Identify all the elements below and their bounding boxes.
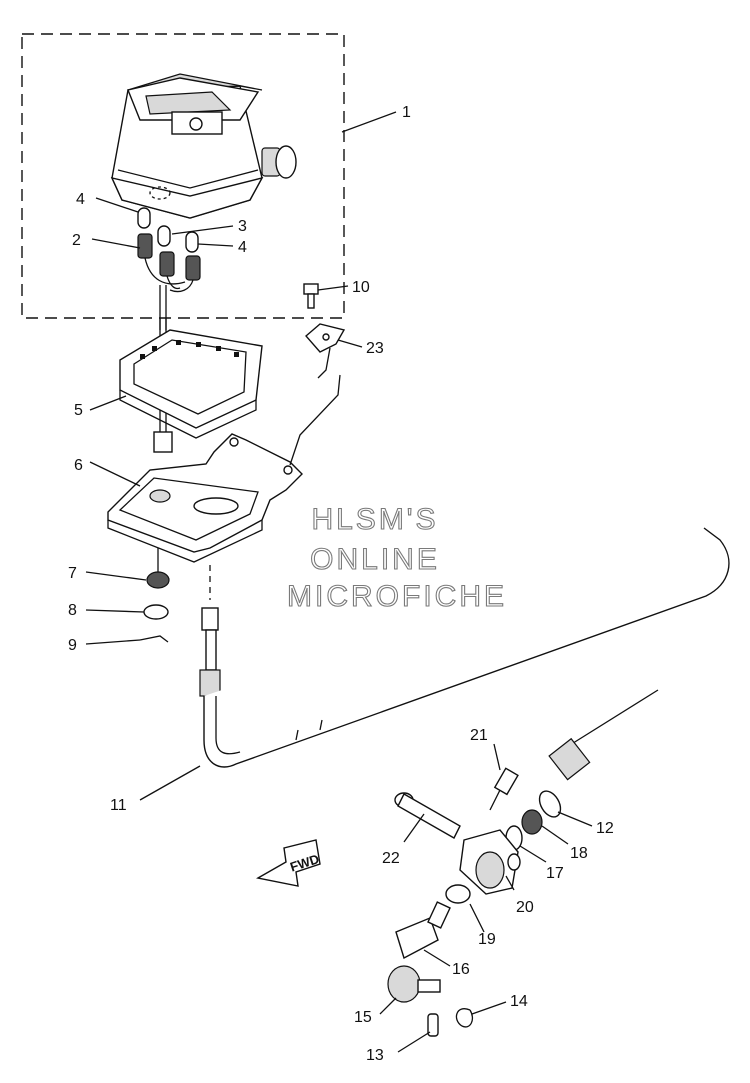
callout-17: 17: [546, 865, 564, 882]
callout-leaders: [85, 111, 593, 1053]
meter-assembly: [110, 73, 297, 219]
fwd-arrow-icon: FWD: [256, 839, 321, 887]
callout-2: 2: [72, 232, 81, 249]
callout-9: 9: [68, 637, 77, 654]
callout-3: 3: [238, 218, 247, 235]
bulb-4-left: [137, 207, 151, 229]
bulb-4-right: [185, 231, 199, 253]
callout-19: 19: [478, 931, 496, 948]
watermark-line-1: HLSM'S: [311, 503, 438, 536]
callout-23: 23: [366, 340, 384, 357]
bolt-21: [489, 767, 519, 811]
guide-line: [289, 374, 341, 466]
gear-15: [387, 965, 441, 1003]
o-ring-12: [538, 790, 562, 818]
callout-16: 16: [452, 961, 470, 978]
assembly-boundary: [21, 33, 345, 319]
bulb-sockets: [137, 233, 201, 330]
callout-14: 14: [510, 993, 528, 1010]
gear-housing-20: [459, 829, 521, 895]
speedometer-cable: [199, 527, 730, 781]
circlip-14: [455, 1008, 474, 1028]
bolt-10: [303, 283, 319, 309]
callout-numbers: 1 2 3 4 4 5 6 7 8 9 10 11 12 13 14 15 16…: [68, 104, 614, 1064]
bolt-22: [394, 792, 461, 839]
callout-8: 8: [68, 602, 77, 619]
callout-20: 20: [516, 899, 534, 916]
callout-18: 18: [570, 845, 588, 862]
grommet-7: [146, 571, 170, 589]
watermark-line-2: ONLINE: [310, 543, 440, 576]
bulb-3: [157, 225, 171, 247]
callout-4-left: 4: [76, 191, 85, 208]
gear-16: [395, 901, 451, 960]
washer-8: [143, 604, 169, 620]
callout-22: 22: [382, 850, 400, 867]
meter-bracket: [107, 433, 303, 563]
o-ring-19: [445, 884, 471, 904]
watermark: HLSM'S ONLINE MICROFICHE: [286, 502, 507, 613]
watermark-line-3: MICROFICHE: [287, 580, 507, 613]
stay-23: [305, 323, 346, 379]
bushing-18: [521, 809, 543, 835]
callout-15: 15: [354, 1009, 372, 1026]
callout-1: 1: [402, 104, 411, 121]
pin-13: [427, 1013, 439, 1037]
callout-4-right: 4: [238, 239, 247, 256]
callout-7: 7: [68, 565, 77, 582]
clip-9: [139, 635, 169, 643]
callout-21: 21: [470, 727, 488, 744]
connector: [153, 431, 173, 453]
callout-11: 11: [110, 797, 127, 814]
callout-13: 13: [366, 1047, 384, 1064]
callout-10: 10: [352, 279, 370, 296]
callout-12: 12: [596, 820, 614, 837]
callout-6: 6: [74, 457, 83, 474]
meter-cover: [119, 329, 263, 439]
callout-5: 5: [74, 402, 83, 419]
